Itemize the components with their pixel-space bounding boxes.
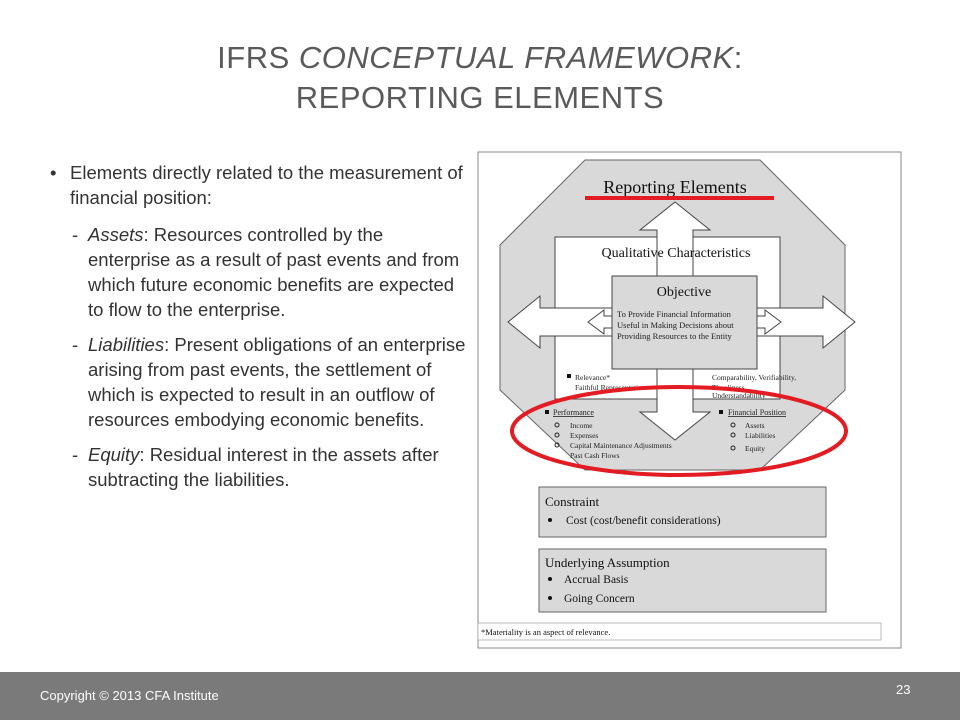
assumption-item-2: Going Concern: [564, 593, 635, 605]
circle-bullet: [730, 432, 736, 438]
sub-item-liabilities: - Liabilities: Present obligations of an…: [50, 332, 470, 432]
qual-right-3: Understandability: [712, 391, 766, 400]
copyright: Copyright © 2013 CFA Institute: [40, 688, 219, 703]
arrow-inner-right: [756, 309, 782, 335]
sub-item-assets: - Assets: Resources controlled by the en…: [50, 222, 470, 322]
dash-marker: -: [72, 334, 79, 355]
objective-line-1: To Provide Financial Information: [617, 309, 732, 319]
financial-position-label: Financial Position: [728, 408, 786, 417]
objective-label: Objective: [657, 285, 711, 300]
financial-position-item-3: Equity: [745, 444, 765, 453]
performance-item-1: Income: [570, 421, 593, 430]
definition-assets: : Resources controlled by the enterprise…: [88, 224, 460, 320]
sub-item-equity: - Equity: Residual interest in the asset…: [50, 442, 470, 492]
highlight-ellipse: [510, 385, 848, 477]
bullet-marker: •: [50, 162, 57, 183]
qual-left-1: Relevance*: [575, 373, 610, 382]
performance-label: Performance: [553, 408, 594, 417]
assumption-item-1: Accrual Basis: [564, 574, 629, 586]
title-line-1: IFRS CONCEPTUAL FRAMEWORK:: [217, 40, 743, 75]
constraint-bullet: [548, 518, 552, 522]
bullet-main: • Elements directly related to the measu…: [50, 160, 470, 210]
qual-bullet: [567, 374, 571, 378]
qual-right-1: Comparability, Verifiability,: [712, 373, 796, 382]
objective-line-3: Providing Resources to the Entity: [617, 331, 732, 341]
qualitative-label: Qualitative Characteristics: [602, 246, 751, 261]
constraint-item: Cost (cost/benefit considerations): [566, 515, 721, 527]
term-assets: Assets: [88, 224, 144, 245]
footnote-box: [477, 622, 882, 641]
arrow-up: [638, 201, 712, 277]
slide-title: IFRS CONCEPTUAL FRAMEWORK: REPORTING ELE…: [0, 38, 960, 118]
definition-liabilities: : Present obligations of an enterprise a…: [88, 334, 466, 430]
footnote: *Materiality is an aspect of relevance.: [481, 627, 610, 637]
footer-bar: Copyright © 2013 CFA Institute 23: [0, 672, 960, 720]
assumption-bullet: [548, 596, 552, 600]
objective-line-2: Useful in Making Decisions about: [617, 320, 734, 330]
circle-bullet: [730, 422, 736, 428]
performance-bullet: [545, 410, 549, 414]
financial-position-bullet: [719, 410, 723, 414]
assumption-label: Underlying Assumption: [545, 555, 670, 570]
definition-equity: : Residual interest in the assets after …: [88, 444, 439, 490]
circle-bullet: [554, 422, 560, 428]
constraint-box: [538, 486, 827, 538]
term-liabilities: Liabilities: [88, 334, 165, 355]
page-number: 23: [896, 682, 911, 697]
circle-bullet: [554, 442, 560, 448]
circle-bullet: [730, 445, 736, 451]
reporting-elements-label: Reporting Elements: [603, 177, 746, 197]
title-italic: CONCEPTUAL FRAMEWORK: [298, 40, 734, 75]
qual-left-2: Faithful Representation: [575, 383, 646, 392]
dash-marker: -: [72, 444, 79, 465]
financial-position-item-2: Liabilities: [745, 431, 775, 440]
arrow-inner-left: [587, 309, 613, 335]
bullet-text: Elements directly related to the measure…: [70, 162, 463, 208]
constraint-label: Constraint: [545, 494, 600, 509]
term-equity: Equity: [88, 444, 140, 465]
assumption-bullet: [548, 577, 552, 581]
financial-position-item-1: Assets: [745, 421, 765, 430]
body-text: • Elements directly related to the measu…: [50, 160, 470, 502]
performance-item-2: Expenses: [570, 431, 598, 440]
performance-item-4: Past Cash Flows: [570, 451, 620, 460]
title-line-2: REPORTING ELEMENTS: [295, 80, 665, 115]
assumption-box: [538, 548, 827, 613]
performance-item-3: Capital Maintenance Adjustments: [570, 441, 672, 450]
dash-marker: -: [72, 224, 79, 245]
circle-bullet: [554, 432, 560, 438]
